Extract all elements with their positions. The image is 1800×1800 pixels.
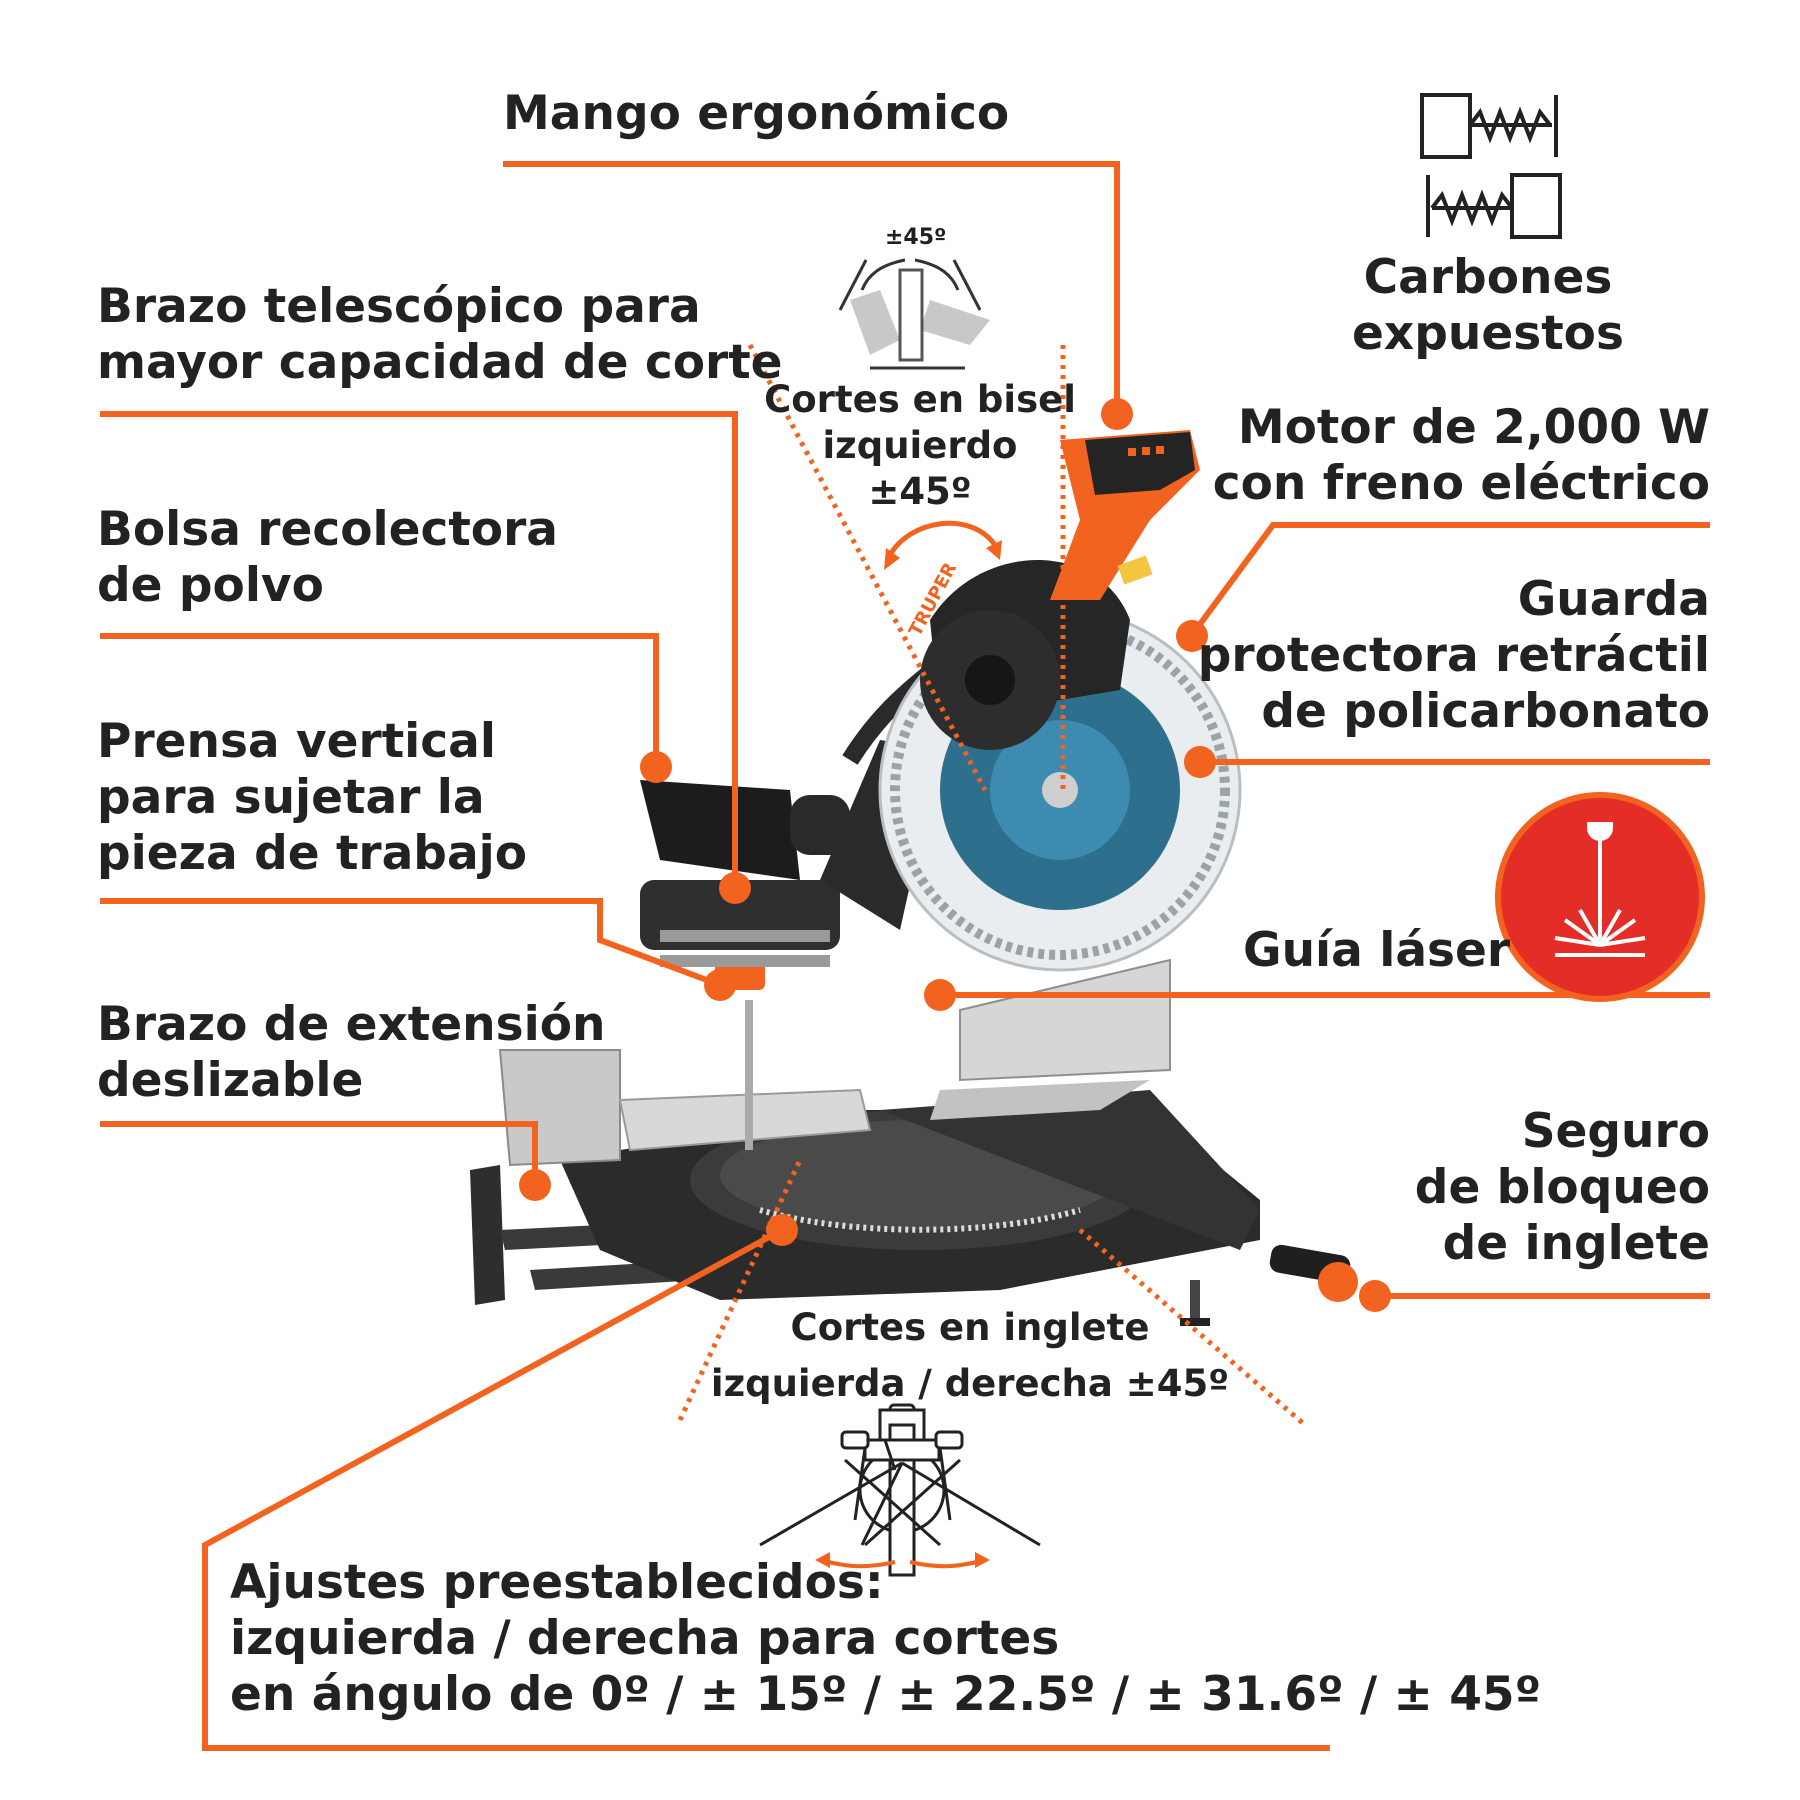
label-ajustes-preestablecidos: Ajustes preestablecidos: izquierda / der… [230, 1555, 1541, 1723]
label-line: Brazo de extensión [97, 997, 606, 1052]
label-line: pieza de trabajo [97, 826, 528, 881]
label-line: para sujetar la [97, 770, 485, 825]
label-cortes-inglete: Cortes en inglete izquierda / derecha ±4… [700, 1300, 1240, 1412]
label-line: mayor capacidad de corte [97, 335, 783, 390]
laser-guide-icon [1495, 792, 1705, 1002]
miter-saw-illustration [470, 430, 1358, 1326]
label-line: Motor de 2,000 W [1237, 400, 1710, 455]
label-line: izquierda / derecha ±45º [710, 1362, 1230, 1405]
label-bolsa-recolectora: Bolsa recolectora de polvo [97, 502, 558, 614]
label-line: de bloqueo [1414, 1160, 1710, 1215]
label-seguro-bloqueo: Seguro de bloqueo de inglete [1415, 1104, 1710, 1272]
label-mango-ergonomico: Mango ergonómico [503, 86, 1009, 142]
label-line: Cortes en bisel [764, 378, 1076, 421]
bevel-angle-guides [677, 343, 1307, 1427]
label-line: de polvo [97, 558, 324, 613]
callout-lines [100, 161, 1710, 1751]
label-line: Ajustes preestablecidos: [230, 1555, 884, 1610]
label-line: deslizable [97, 1053, 364, 1108]
label-prensa-vertical: Prensa vertical para sujetar la pieza de… [97, 714, 527, 882]
label-guia-laser: Guía láser [1243, 923, 1510, 979]
label-line: Guarda [1517, 572, 1710, 627]
label-line: izquierda / derecha para cortes [230, 1611, 1060, 1666]
label-brazo-extension: Brazo de extensión deslizable [97, 997, 605, 1109]
callout-dots [519, 398, 1391, 1312]
label-carbones-expuestos: Carbones expuestos [1343, 250, 1633, 362]
label-line: protectora retráctil [1197, 628, 1710, 683]
label-line: expuestos [1352, 306, 1624, 361]
label-line: de inglete [1442, 1216, 1710, 1271]
label-line: izquierdo [822, 424, 1018, 467]
bevel-icon-angle: ±45º [885, 225, 947, 250]
bevel-cut-icon [838, 258, 990, 370]
label-line: con freno eléctrico [1212, 456, 1710, 511]
label-line: ±45º [868, 470, 972, 513]
label-line: Prensa vertical [97, 714, 496, 769]
label-guarda-protectora: Guarda protectora retráctil de policarbo… [1198, 572, 1710, 740]
label-line: Brazo telescópico para [97, 279, 701, 334]
miter-cut-icon [759, 1403, 1041, 1577]
label-line: de policarbonato [1261, 684, 1710, 739]
label-line: Bolsa recolectora [97, 502, 558, 557]
label-brazo-telescopico: Brazo telescópico para mayor capacidad d… [97, 279, 783, 391]
label-cortes-bisel: Cortes en bisel izquierdo ±45º [760, 377, 1080, 515]
label-line: Guía láser [1243, 923, 1511, 978]
label-line: Mango ergonómico [503, 86, 1010, 141]
label-motor: Motor de 2,000 W con freno eléctrico [1213, 400, 1710, 512]
label-line: Cortes en inglete [790, 1306, 1150, 1349]
label-line: Seguro [1521, 1104, 1710, 1159]
label-line: Carbones [1363, 250, 1613, 305]
bevel-arc [887, 520, 998, 557]
carbon-brush-icon [1420, 93, 1562, 239]
label-line: en ángulo de 0º / ± 15º / ± 22.5º / ± 31… [230, 1667, 1542, 1722]
